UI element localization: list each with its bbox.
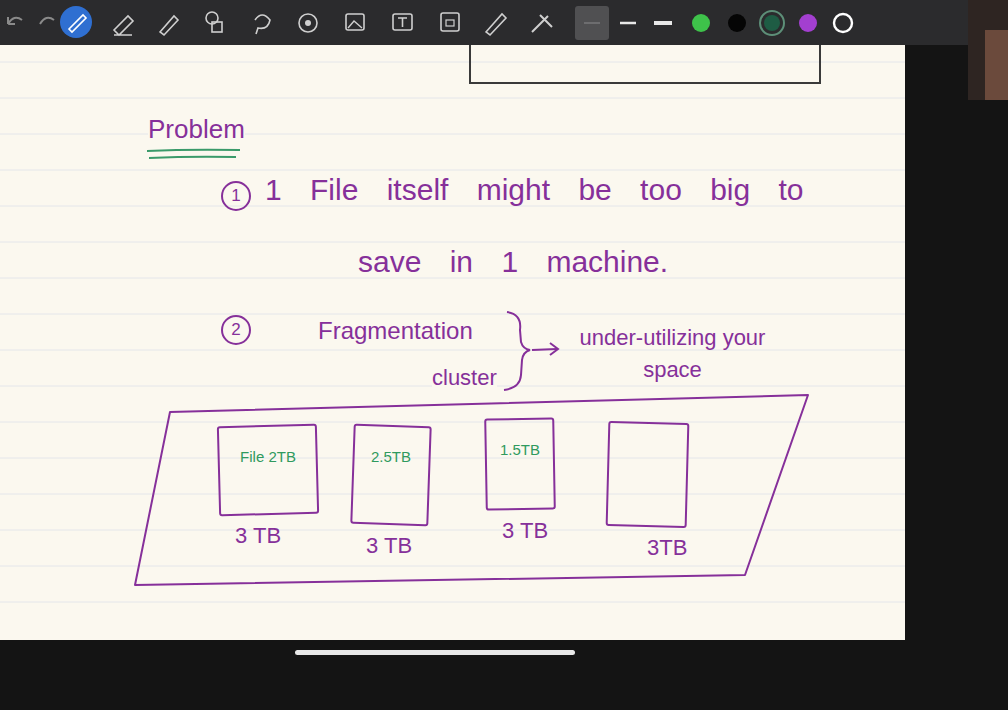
- heading: Problem: [148, 112, 245, 146]
- toolbar: [393, 14, 412, 30]
- machine-space: [607, 422, 688, 527]
- toolbar: [584, 22, 600, 24]
- toolbar: [620, 22, 636, 25]
- rule-line: [0, 422, 905, 423]
- toolbar: [834, 14, 852, 32]
- stored-file: File 2TB: [240, 447, 296, 467]
- capacity-label: 3 TB: [235, 523, 281, 549]
- machine-contents: [607, 422, 688, 444]
- toolbar: [764, 15, 780, 31]
- pointer-arrow: [550, 343, 558, 355]
- callout-number: 1: [224, 183, 248, 209]
- home-indicator: [295, 650, 575, 655]
- rule-line: [0, 566, 905, 567]
- toolbar: [346, 14, 364, 30]
- curly-bracket: [504, 312, 530, 390]
- notebook-page: [0, 45, 905, 640]
- toolbar: [760, 11, 784, 35]
- machine-space: 1.5TB: [485, 418, 555, 510]
- notebook-page: [0, 45, 905, 640]
- machine-contents: 1.5TB: [485, 418, 555, 464]
- pointer-arrow: [532, 349, 557, 350]
- rule-line: [0, 458, 905, 459]
- toolbar: [160, 16, 178, 35]
- capacity-label: 3 TB: [366, 533, 412, 559]
- rule-line: [0, 134, 905, 135]
- toolbar: [0, 0, 968, 45]
- rule-line: [0, 350, 905, 351]
- toolbar: [255, 15, 270, 34]
- toolbar: [212, 22, 222, 32]
- number-circle: [222, 316, 250, 344]
- toolbar: [0, 0, 968, 45]
- toolbar: [60, 6, 92, 38]
- previous-box-edge: [470, 45, 820, 83]
- presenter-video: [968, 0, 1008, 100]
- machine-contents: File 2TB: [218, 425, 318, 471]
- callout-number: 2: [224, 317, 248, 343]
- toolbar: [654, 21, 672, 25]
- note-text: under-utilizing your space: [565, 322, 780, 386]
- machine-space: 2.5TB: [352, 425, 430, 525]
- machine-contents: 2.5TB: [352, 425, 430, 471]
- toolbar: [486, 14, 506, 35]
- capacity-label: 3TB: [647, 535, 687, 561]
- toolbar: [692, 14, 710, 32]
- rule-line: [0, 494, 905, 495]
- rule-line: [0, 62, 905, 63]
- capacity-label: 3 TB: [502, 518, 548, 544]
- toolbar: [446, 20, 454, 26]
- problem-underline: [147, 150, 240, 158]
- toolbar: [348, 21, 362, 28]
- toolbar: [532, 15, 552, 32]
- note-text: Fragmentation: [318, 316, 473, 346]
- toolbar: [69, 15, 86, 32]
- stored-file: 2.5TB: [371, 447, 411, 467]
- pointer-arrow: [532, 343, 558, 355]
- note-text: cluster: [432, 364, 497, 392]
- toolbar: [441, 13, 459, 31]
- machine-outline: [606, 421, 690, 528]
- toolbar: [305, 20, 311, 26]
- rule-line: [0, 530, 905, 531]
- problem-underline: [149, 157, 236, 158]
- note-text: 1 File itself might be too big to save i…: [265, 154, 860, 298]
- rule-line: [0, 602, 905, 603]
- toolbar: [575, 6, 609, 40]
- machine-outline: [217, 424, 319, 517]
- rule-line: [0, 98, 905, 99]
- toolbar: [728, 14, 746, 32]
- toolbar: [40, 18, 54, 24]
- toolbar: [799, 14, 817, 32]
- machine-outline: [350, 424, 431, 527]
- stored-file: 1.5TB: [500, 440, 540, 460]
- rule-line: [0, 314, 905, 315]
- page-ruling: [0, 62, 905, 602]
- toolbar: [8, 17, 22, 24]
- presenter-video: [968, 0, 1008, 100]
- machine-outline: [484, 417, 556, 510]
- rule-line: [0, 170, 905, 171]
- presenter-video: [985, 30, 1008, 100]
- toolbar: [398, 18, 407, 27]
- rule-line: [0, 242, 905, 243]
- cluster-outline: [135, 395, 808, 585]
- toolbar: [114, 16, 133, 35]
- number-circle: [222, 182, 250, 210]
- problem-underline: [147, 150, 240, 151]
- machine-space: File 2TB: [218, 425, 318, 515]
- toolbar: [299, 14, 317, 32]
